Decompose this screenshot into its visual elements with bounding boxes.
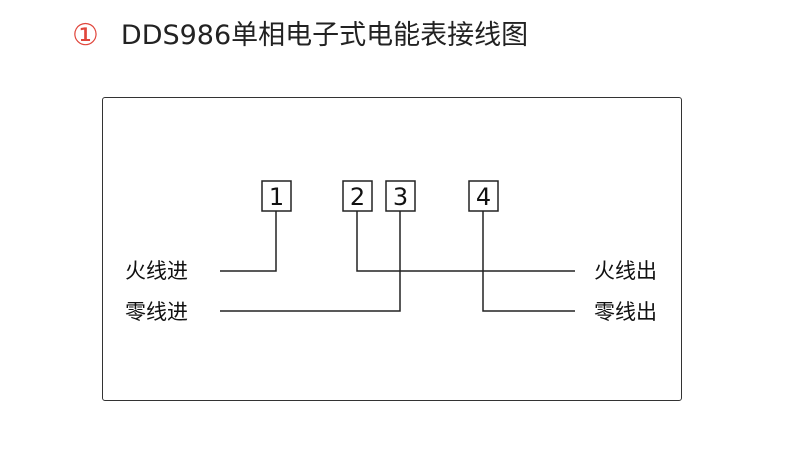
page-title: DDS986单相电子式电能表接线图 xyxy=(120,20,529,51)
label-neutral-out: 零线出 xyxy=(594,300,657,324)
terminal-1-label: 1 xyxy=(269,183,284,211)
diagram-frame xyxy=(102,97,682,401)
title-row: ① DDS986单相电子式电能表接线图 xyxy=(72,14,528,58)
circled-number-marker: ① xyxy=(72,18,99,53)
terminal-4-label: 4 xyxy=(476,183,491,211)
terminal-1: 1 xyxy=(261,180,292,212)
terminal-3-label: 3 xyxy=(393,183,408,211)
terminal-2-label: 2 xyxy=(350,183,365,211)
terminal-4: 4 xyxy=(468,180,499,212)
label-neutral-in: 零线进 xyxy=(125,300,188,324)
label-live-in: 火线进 xyxy=(125,259,188,283)
terminal-3: 3 xyxy=(385,180,416,212)
wire-live-out xyxy=(356,211,575,272)
terminal-2: 2 xyxy=(342,180,373,212)
wire-neutral-in xyxy=(220,211,401,312)
wire-live-in xyxy=(220,211,277,272)
label-live-out: 火线出 xyxy=(594,259,657,283)
wire-neutral-out xyxy=(482,211,575,312)
